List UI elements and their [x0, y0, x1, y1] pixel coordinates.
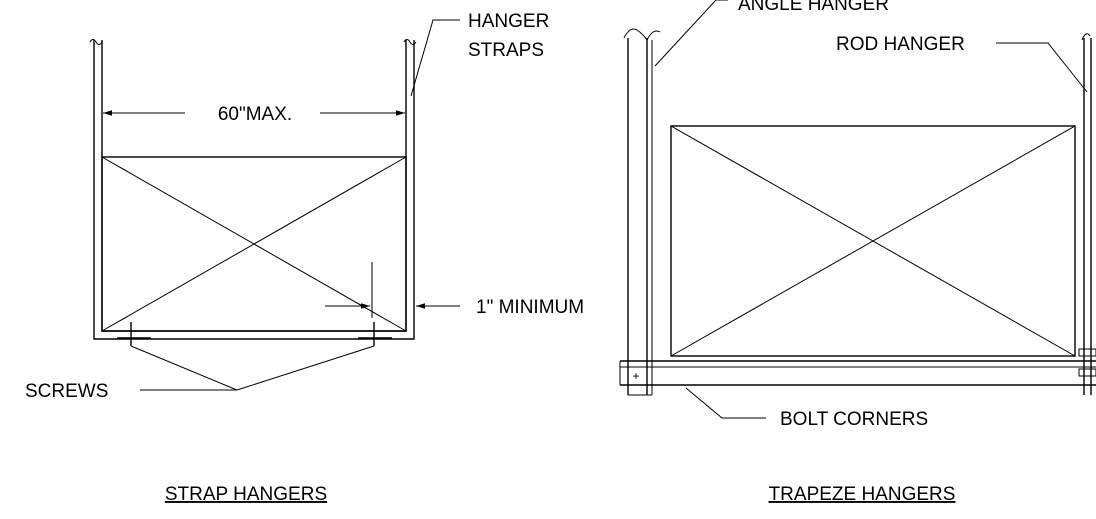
strap-hanger-detail: 60"MAX. HANGER STRAPS 1" MINIMUM SCREWS …: [25, 11, 584, 505]
bolt-plus-mark: +: [632, 369, 639, 383]
rod-hanger-label: ROD HANGER: [836, 34, 965, 55]
minimum-dimension: 1" MINIMUM: [325, 262, 584, 318]
trapeze-hanger-detail: + ANGLE HANGER ROD HANGER BOLT CORNER: [619, 0, 1096, 505]
screws-label: SCREWS: [25, 381, 108, 402]
max-width-dimension: 60"MAX.: [103, 104, 405, 125]
bolt-corners-label: BOLT CORNERS: [780, 409, 928, 430]
left-strap-break-symbol: [89, 39, 103, 45]
hanger-straps-label-line2: STRAPS: [468, 40, 544, 61]
trapeze-support-angle: +: [619, 360, 1096, 386]
trapeze-duct-section: [670, 125, 1076, 357]
strap-hangers-title: STRAP HANGERS: [165, 484, 327, 505]
angle-hanger-callout: ANGLE HANGER: [654, 0, 889, 67]
bolt-corners-callout: BOLT CORNERS: [685, 387, 928, 430]
hanger-strap-u: [93, 40, 415, 340]
trapeze-hangers-title: TRAPEZE HANGERS: [769, 484, 956, 505]
angle-hanger-label: ANGLE HANGER: [738, 0, 889, 15]
max-width-label: 60"MAX.: [218, 104, 292, 125]
strap-duct-section: [101, 156, 407, 332]
angle-hanger-break-symbol: [623, 28, 661, 41]
hanger-straps-label-line1: HANGER: [468, 11, 549, 32]
rod-hanger: [1078, 33, 1096, 395]
minimum-label: 1" MINIMUM: [476, 297, 584, 318]
hanger-straps-callout: HANGER STRAPS: [410, 11, 549, 97]
screws: SCREWS: [25, 322, 392, 402]
angle-hanger: [627, 38, 653, 396]
rod-hanger-callout: ROD HANGER: [836, 34, 1088, 93]
